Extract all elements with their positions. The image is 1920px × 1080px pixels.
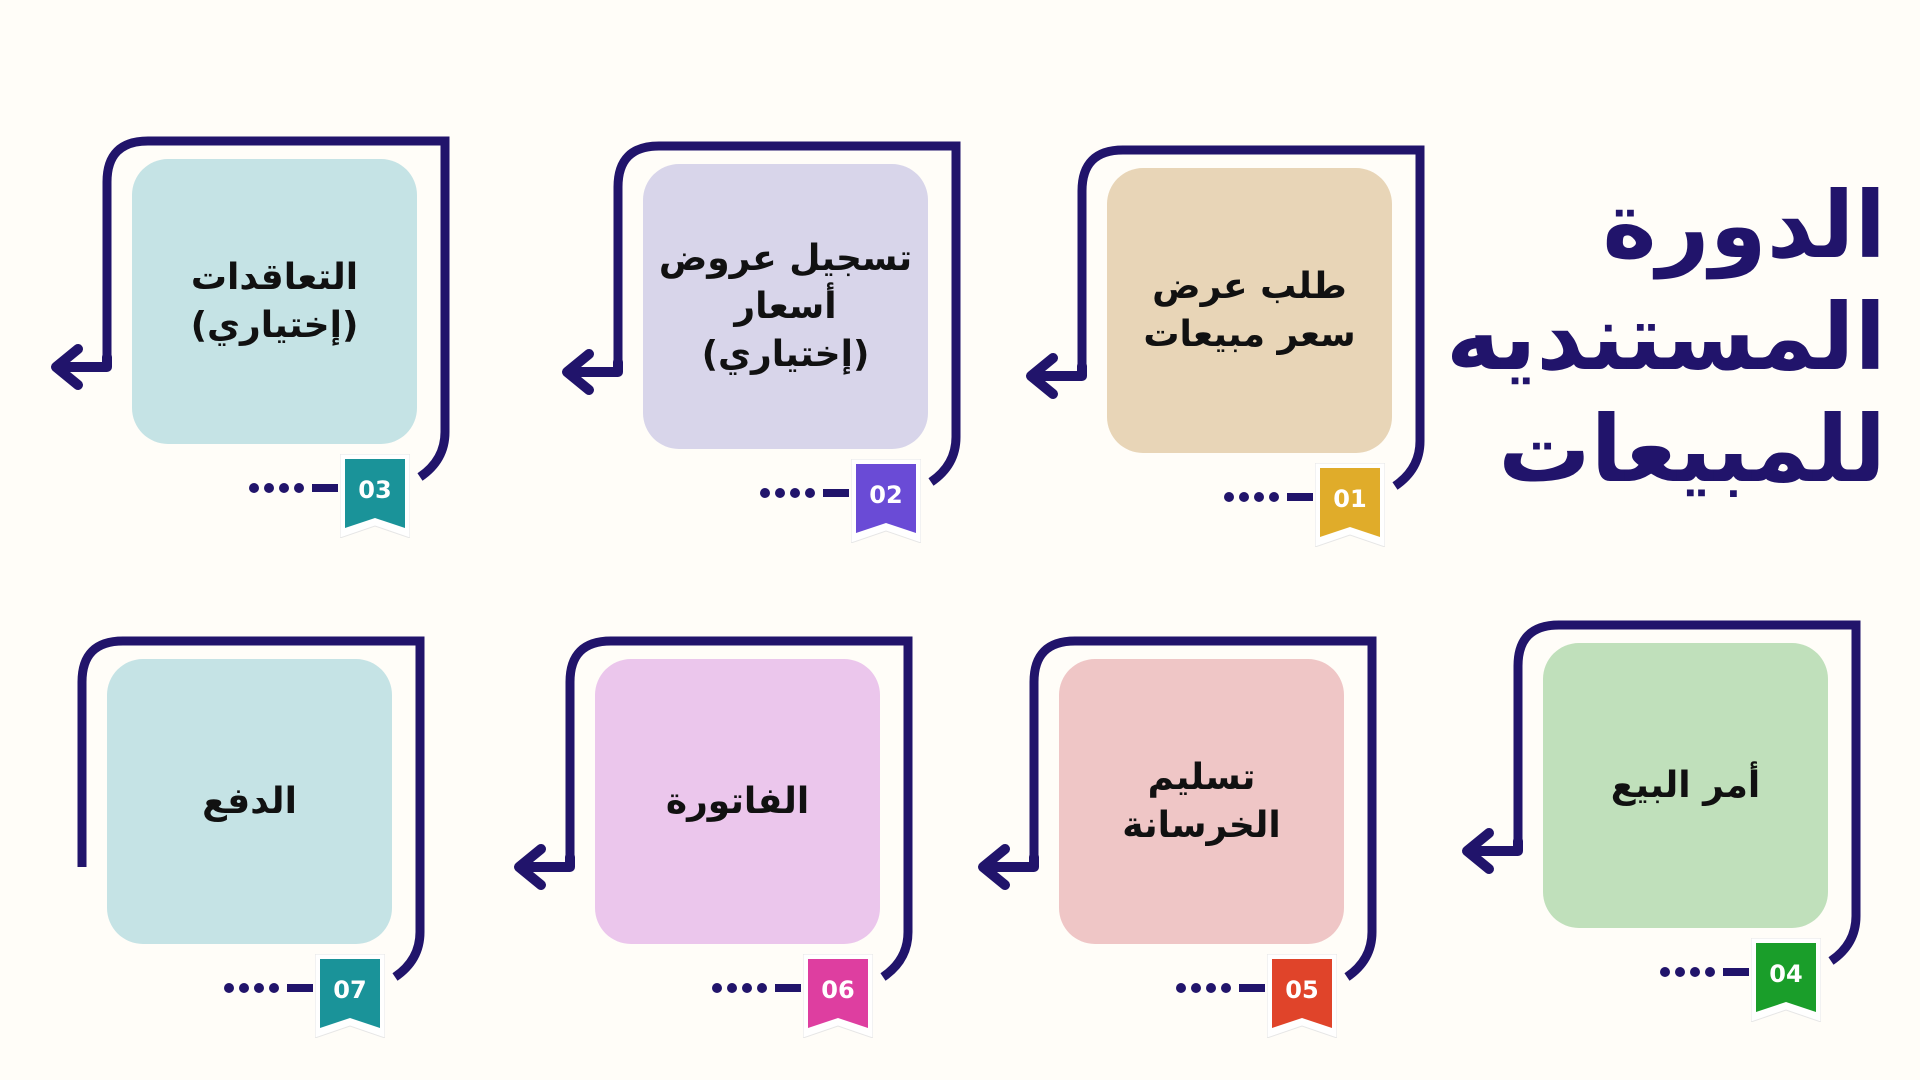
step-number-badge: 07 (315, 954, 385, 1038)
step-card-04: أمر البيع 04 (1462, 616, 1869, 1036)
step-frame (1462, 620, 1861, 965)
step-card-07: الدفع 07 (73, 632, 433, 1052)
arrow-left-icon (1462, 828, 1494, 874)
step-number-badge: 05 (1267, 954, 1337, 1038)
ribbon-icon (851, 459, 921, 543)
step-card-03: التعاقدات (إختياري) 03 (51, 132, 458, 552)
step-label: التعاقدات (إختياري) (190, 256, 359, 346)
step-number-badge: 02 (851, 459, 921, 543)
dotted-connector (760, 488, 849, 498)
arrow-left-icon (514, 844, 546, 890)
ribbon-icon (340, 454, 410, 538)
step-card-02: تسجيل عروض أسعار (إختياري) 02 (562, 137, 969, 557)
step-label: طلب عرض سعر مبيعات (1143, 265, 1356, 355)
step-label: أمر البيع (1610, 764, 1761, 806)
step-number: 06 (821, 976, 855, 1004)
arrow-left-icon (1026, 353, 1058, 399)
step-box: طلب عرض سعر مبيعات (1107, 168, 1392, 453)
step-number: 04 (1769, 960, 1803, 988)
step-box: تسليم الخرسانة (1059, 659, 1344, 944)
dotted-connector (249, 483, 338, 493)
step-box: التعاقدات (إختياري) (132, 159, 417, 444)
ribbon-icon (1315, 463, 1385, 547)
step-frame (562, 141, 961, 486)
step-number: 07 (333, 976, 367, 1004)
ribbon-icon (1751, 938, 1821, 1022)
step-number: 05 (1285, 976, 1319, 1004)
step-frame (978, 636, 1377, 981)
ribbon-icon (315, 954, 385, 1038)
dotted-connector (1176, 983, 1265, 993)
step-label: تسليم الخرسانة (1122, 756, 1281, 846)
diagram-title: الدورة المستنديه للمبيعات (1446, 170, 1886, 506)
dotted-connector (224, 983, 313, 993)
step-number-badge: 01 (1315, 463, 1385, 547)
title-line-2: المستنديه (1446, 284, 1886, 391)
step-label: الدفع (202, 780, 297, 822)
step-box: الفاتورة (595, 659, 880, 944)
step-label: تسجيل عروض أسعار (إختياري) (658, 237, 913, 375)
step-number: 02 (869, 481, 903, 509)
arrow-left-icon (51, 344, 83, 390)
step-number-badge: 04 (1751, 938, 1821, 1022)
step-frame (51, 136, 450, 481)
dotted-connector (1224, 492, 1313, 502)
step-box: تسجيل عروض أسعار (إختياري) (643, 164, 928, 449)
step-box: الدفع (107, 659, 392, 944)
step-box: أمر البيع (1543, 643, 1828, 928)
arrow-left-icon (978, 844, 1010, 890)
ribbon-icon (1267, 954, 1337, 1038)
step-number-badge: 06 (803, 954, 873, 1038)
step-card-06: الفاتورة 06 (514, 632, 921, 1052)
step-card-05: تسليم الخرسانة 05 (978, 632, 1385, 1052)
step-label: الفاتورة (665, 780, 810, 822)
step-frame (1026, 145, 1425, 490)
dotted-connector (712, 983, 801, 993)
ribbon-icon (803, 954, 873, 1038)
dotted-connector (1660, 967, 1749, 977)
step-frame (77, 636, 425, 981)
step-card-01: طلب عرض سعر مبيعات 01 (1026, 141, 1433, 561)
title-line-3: للمبيعات (1498, 396, 1886, 503)
step-number: 03 (358, 476, 392, 504)
arrow-left-icon (562, 349, 594, 395)
step-frame (514, 636, 913, 981)
title-line-1: الدورة (1602, 172, 1886, 279)
step-number: 01 (1333, 485, 1367, 513)
step-number-badge: 03 (340, 454, 410, 538)
